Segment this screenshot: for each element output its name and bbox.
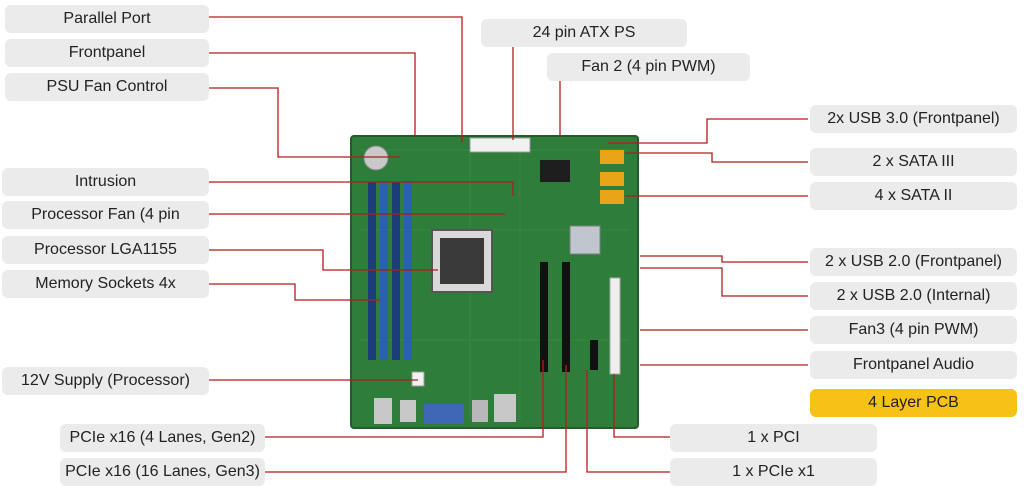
- label-sata2: 4 x SATA II: [810, 182, 1017, 210]
- pcie-x1-slot: [590, 340, 598, 370]
- label-processor-fan: Processor Fan (4 pin: [2, 201, 209, 229]
- pcie-x16-slot-gen2: [540, 262, 548, 372]
- label-parallel-port: Parallel Port: [5, 5, 209, 33]
- label-frontpanel-audio: Frontpanel Audio: [810, 351, 1017, 379]
- sata-ports: [600, 150, 624, 204]
- pcie-x16-slot-gen3: [562, 262, 570, 372]
- label-usb20-frontpanel: 2 x USB 2.0 (Frontpanel): [810, 248, 1017, 276]
- label-fan3: Fan3 (4 pin PWM): [810, 316, 1017, 344]
- cmos-battery: [363, 145, 389, 171]
- label-processor-socket: Processor LGA1155: [2, 236, 209, 264]
- label-atx-ps: 24 pin ATX PS: [481, 19, 687, 47]
- label-frontpanel: Frontpanel: [5, 39, 209, 67]
- label-4-layer-pcb: 4 Layer PCB: [810, 389, 1017, 417]
- chipset: [540, 160, 570, 182]
- label-memory-sockets: Memory Sockets 4x: [2, 270, 209, 298]
- heatsink: [569, 225, 601, 255]
- label-pcie-x16-gen3: PCIe x16 (16 Lanes, Gen3): [60, 458, 265, 486]
- label-usb30-frontpanel: 2x USB 3.0 (Frontpanel): [810, 105, 1017, 133]
- atx-connector: [469, 137, 531, 153]
- label-fan2: Fan 2 (4 pin PWM): [547, 53, 750, 81]
- label-pcie-x16-gen2: PCIe x16 (4 Lanes, Gen2): [60, 424, 265, 452]
- label-pci: 1 x PCI: [670, 424, 877, 452]
- label-12v-supply: 12V Supply (Processor): [2, 367, 209, 395]
- label-intrusion: Intrusion: [2, 168, 209, 196]
- 12v-connector: [411, 371, 425, 387]
- rear-io: [374, 394, 516, 424]
- label-psu-fan-control: PSU Fan Control: [5, 73, 209, 101]
- pci-slot: [609, 277, 621, 375]
- dimm-slots: [368, 182, 412, 360]
- label-usb20-internal: 2 x USB 2.0 (Internal): [810, 282, 1017, 310]
- label-pcie-x1: 1 x PCIe x1: [670, 458, 877, 486]
- label-sata3: 2 x SATA III: [810, 148, 1017, 176]
